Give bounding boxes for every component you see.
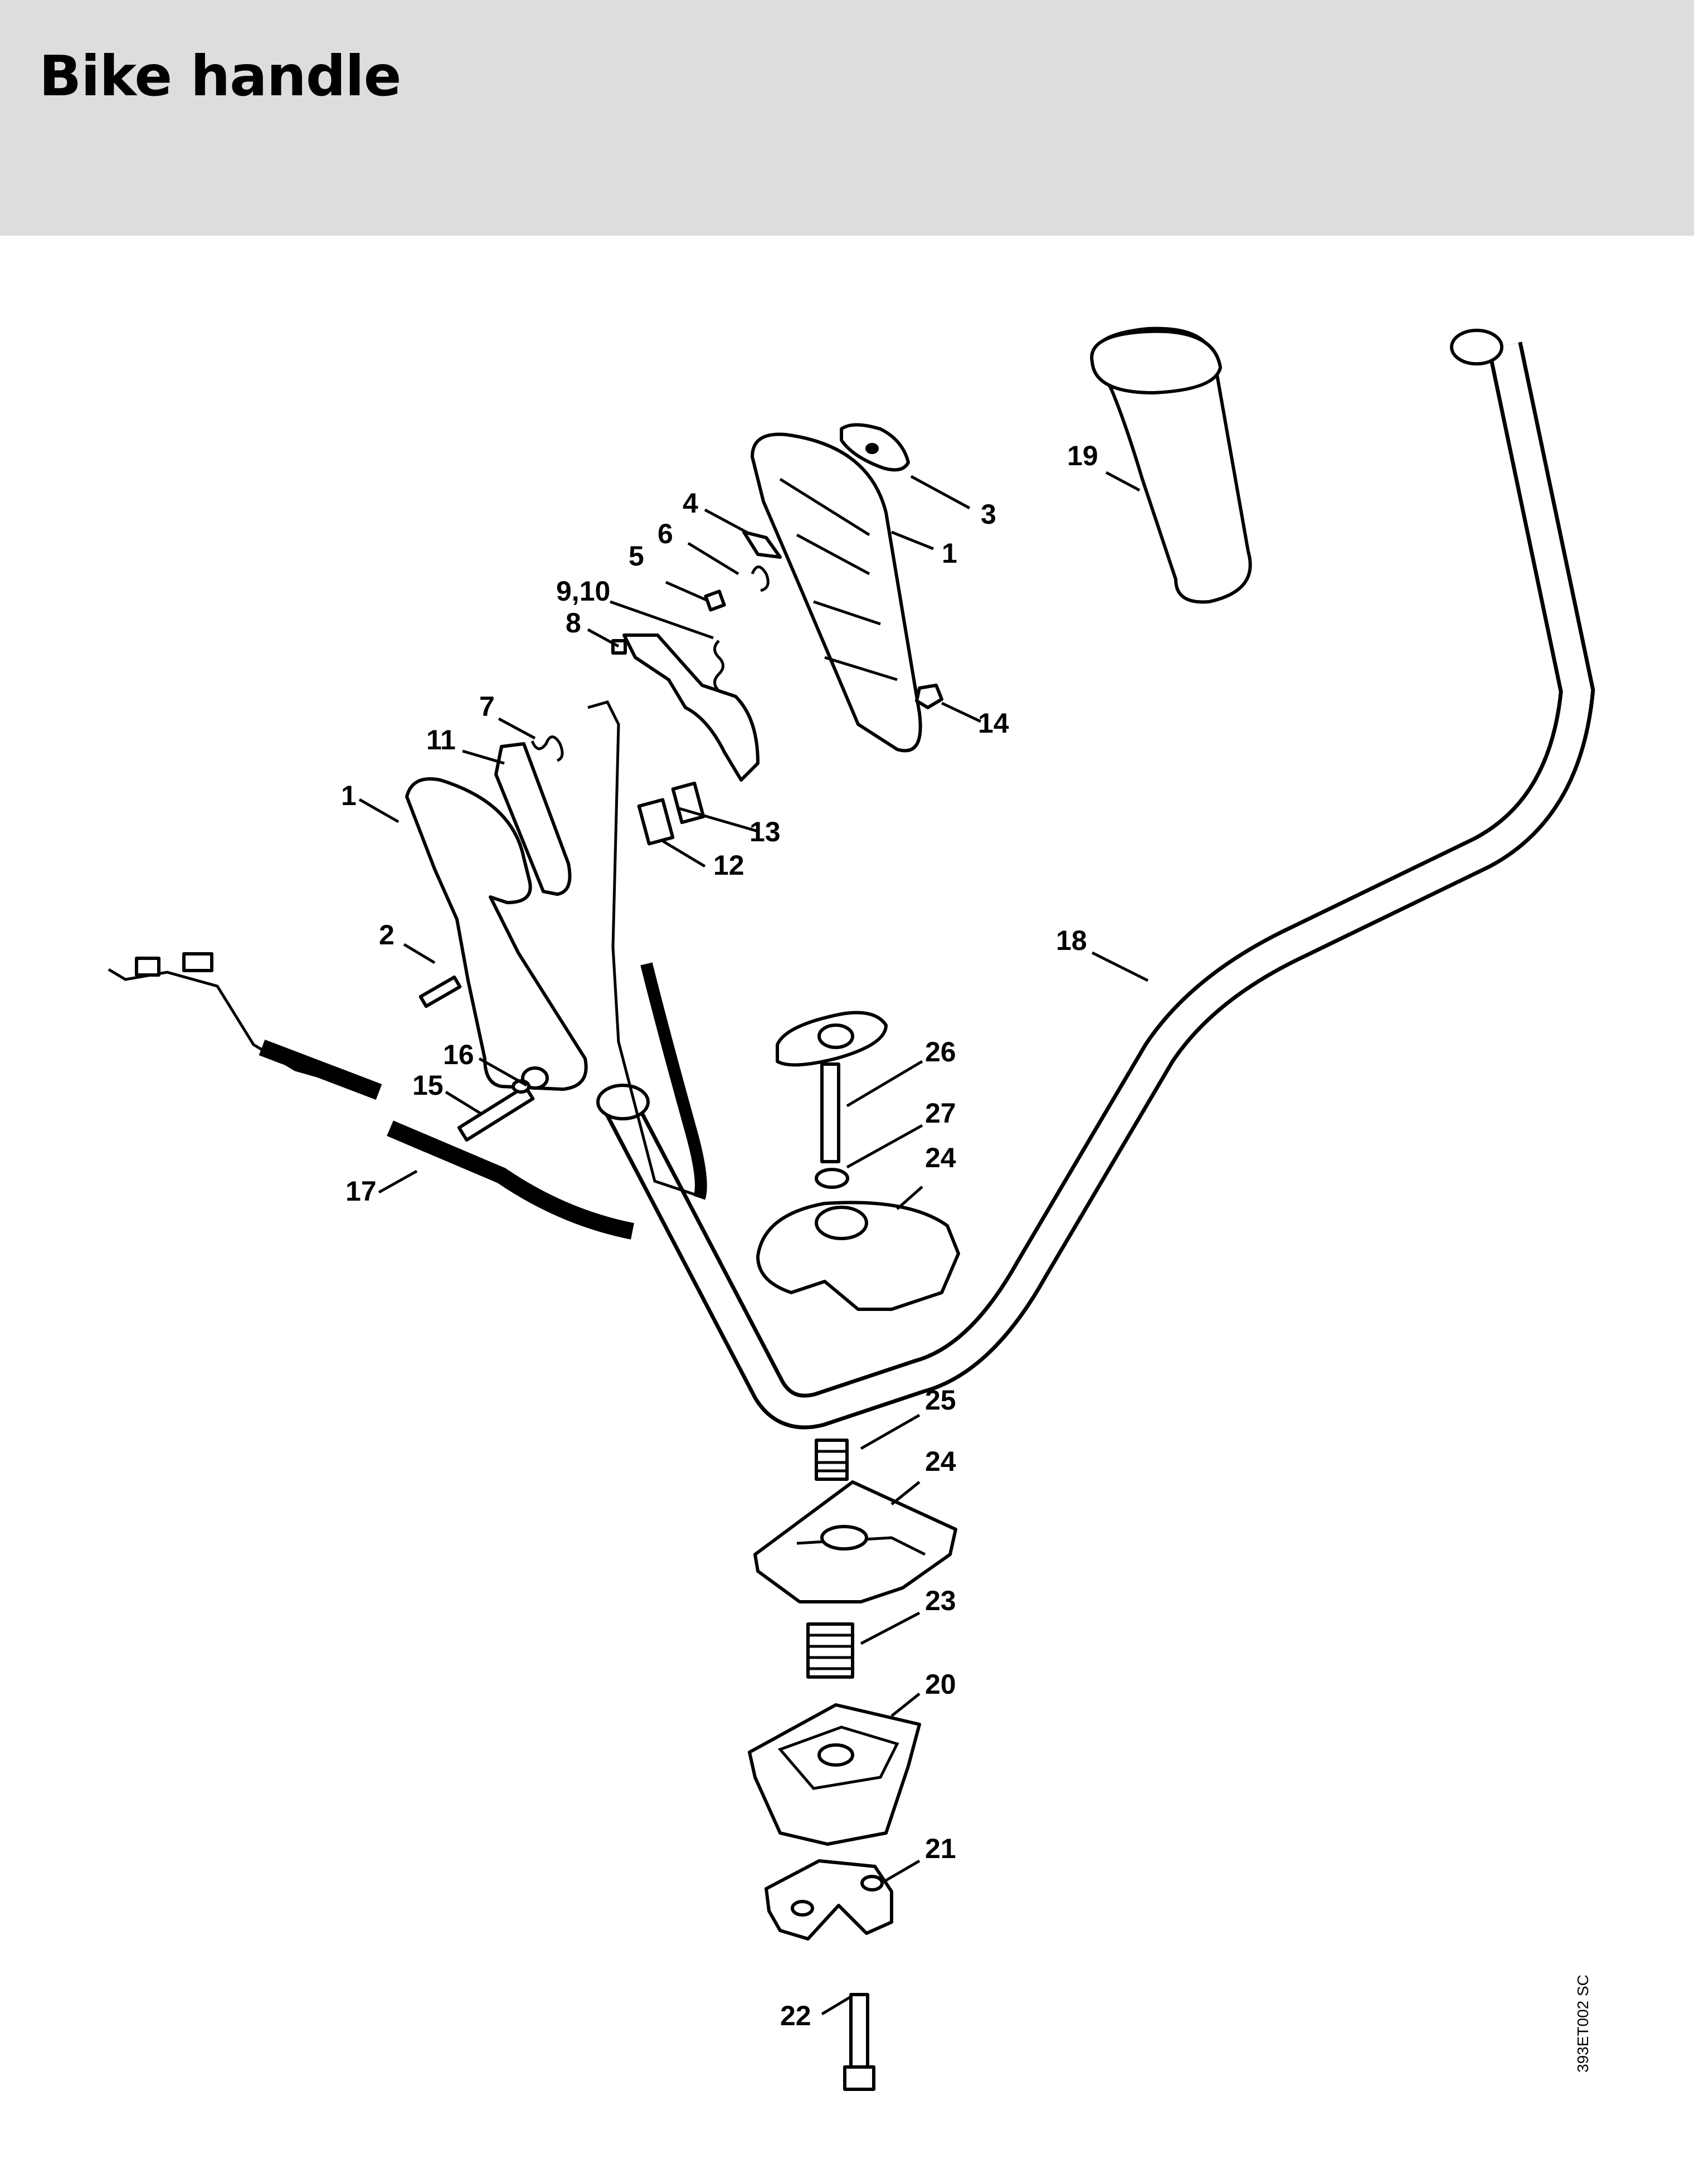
grip (1090, 326, 1252, 604)
callout-5: 5 (629, 540, 644, 572)
clamp-21 (765, 1859, 893, 1941)
wing-screw (776, 1011, 888, 1163)
callout-16: 16 (443, 1039, 474, 1070)
reference-code: 393ET002 SC (1574, 1975, 1591, 2073)
clamp-lower (753, 1480, 957, 1603)
spring-25 (815, 1439, 849, 1481)
callout-2: 2 (379, 919, 395, 950)
washer-27 (815, 1168, 849, 1189)
callout-7: 7 (479, 691, 495, 722)
callout-1-right: 1 (942, 538, 957, 569)
callout-22: 22 (780, 2000, 811, 2031)
clamp-upper (756, 1201, 960, 1311)
spring-7 (530, 735, 564, 762)
throttle-cable (587, 700, 707, 1200)
trigger (494, 742, 572, 896)
screw-2 (418, 975, 462, 1008)
callout-17: 17 (345, 1176, 377, 1207)
callout-11: 11 (426, 724, 456, 755)
spring-23 (806, 1622, 854, 1679)
callout-4: 4 (683, 488, 698, 519)
callout-8: 8 (566, 607, 581, 638)
callout-labels: 19 3 1 4 6 5 9,10 8 14 7 11 1 13 12 2 18… (341, 440, 1098, 2031)
nut (915, 684, 943, 709)
handlebar (596, 329, 1595, 1430)
contact-spring (742, 530, 782, 559)
callout-14: 14 (978, 708, 1009, 739)
callout-15: 15 (412, 1070, 444, 1101)
callout-9-10: 9,10 (556, 576, 610, 607)
handle-cap (840, 423, 910, 472)
torsion-spring (751, 566, 770, 592)
callout-21: 21 (925, 1833, 956, 1864)
callout-23: 23 (925, 1585, 956, 1616)
callout-6: 6 (658, 518, 673, 549)
screw-5 (704, 589, 726, 612)
lock-lever (611, 633, 760, 782)
control-handle-half-left (405, 777, 588, 1091)
callout-24-upper: 24 (925, 1142, 956, 1173)
callout-26: 26 (925, 1036, 956, 1067)
callout-24-lower: 24 (925, 1446, 956, 1477)
callout-19: 19 (1067, 440, 1098, 471)
callout-27: 27 (925, 1098, 956, 1129)
callout-3: 3 (981, 499, 996, 530)
page-title: Bike handle (39, 43, 401, 109)
callout-1-left: 1 (341, 780, 357, 811)
handle-support (748, 1703, 921, 1846)
callout-25: 25 (925, 1384, 956, 1416)
callout-20: 20 (925, 1669, 956, 1700)
callout-18: 18 (1056, 925, 1087, 956)
callout-13: 13 (749, 816, 781, 847)
screw-15 (457, 1084, 535, 1142)
callout-12: 12 (713, 850, 744, 881)
wiring-harness (108, 952, 634, 1240)
lock-lever-spring (713, 640, 724, 692)
header-band: Bike handle (0, 0, 1694, 236)
leader-lines (358, 471, 1149, 2016)
screw-22 (843, 1993, 875, 2091)
control-handle-half-right (751, 432, 922, 753)
